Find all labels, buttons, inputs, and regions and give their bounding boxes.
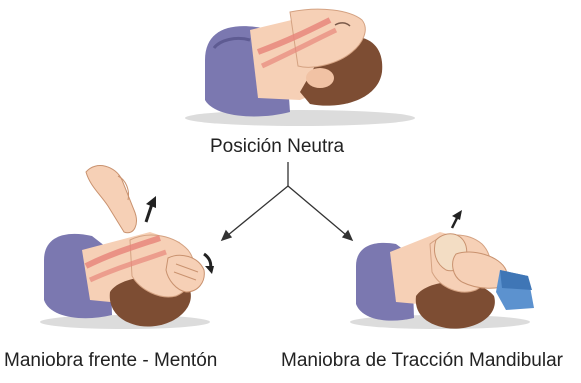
hand-chin bbox=[86, 166, 136, 233]
label-head-tilt-chin-lift: Maniobra frente - Mentón bbox=[4, 351, 217, 370]
lift-arrow bbox=[146, 204, 152, 222]
head-neutral-illustration bbox=[185, 9, 415, 126]
label-jaw-thrust: Maniobra de Tracción Mandibular bbox=[281, 351, 563, 370]
head-tilt-chin-lift-illustration bbox=[40, 166, 214, 329]
jaw-thrust-illustration bbox=[350, 210, 534, 329]
sleeve-cuff bbox=[500, 270, 532, 290]
arrow-icon bbox=[205, 266, 214, 274]
arrow-right-line bbox=[288, 186, 352, 240]
ear bbox=[306, 68, 334, 88]
label-neutral-position: Posición Neutra bbox=[210, 137, 344, 156]
arrow-left-line bbox=[222, 186, 288, 240]
arrow-icon bbox=[343, 231, 352, 240]
floor-shadow bbox=[185, 110, 415, 126]
arrow-icon bbox=[222, 231, 231, 240]
branch-arrows bbox=[222, 162, 352, 240]
arrow-icon bbox=[452, 210, 462, 220]
